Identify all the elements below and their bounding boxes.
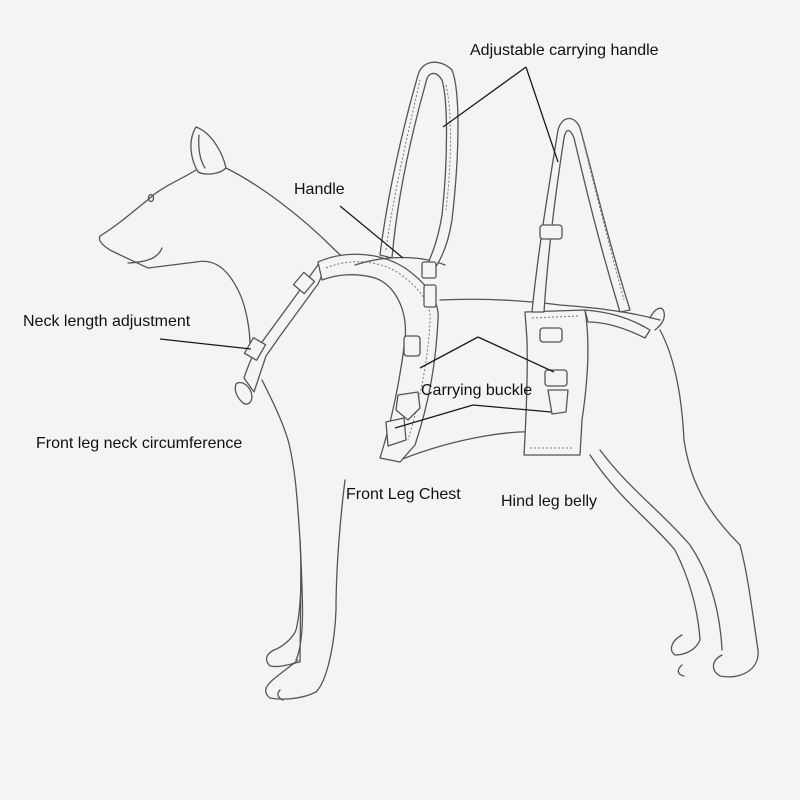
rear-harness xyxy=(523,309,651,456)
leader-lines xyxy=(159,66,559,429)
label-adjustable-carrying-handle: Adjustable carrying handle xyxy=(470,42,659,59)
label-hind-leg-belly: Hind leg belly xyxy=(501,493,598,510)
front-carry-handle xyxy=(379,61,459,308)
label-front-leg-neck-circumference: Front leg neck circumference xyxy=(36,435,243,452)
dog-outline xyxy=(98,126,759,701)
label-neck-length-adjustment: Neck length adjustment xyxy=(23,313,191,330)
front-harness xyxy=(317,253,446,463)
label-front-leg-chest: Front Leg Chest xyxy=(346,486,461,503)
rear-carry-handle xyxy=(531,117,631,313)
label-carrying-buckle: Carrying buckle xyxy=(421,382,533,399)
label-handle: Handle xyxy=(294,181,345,198)
